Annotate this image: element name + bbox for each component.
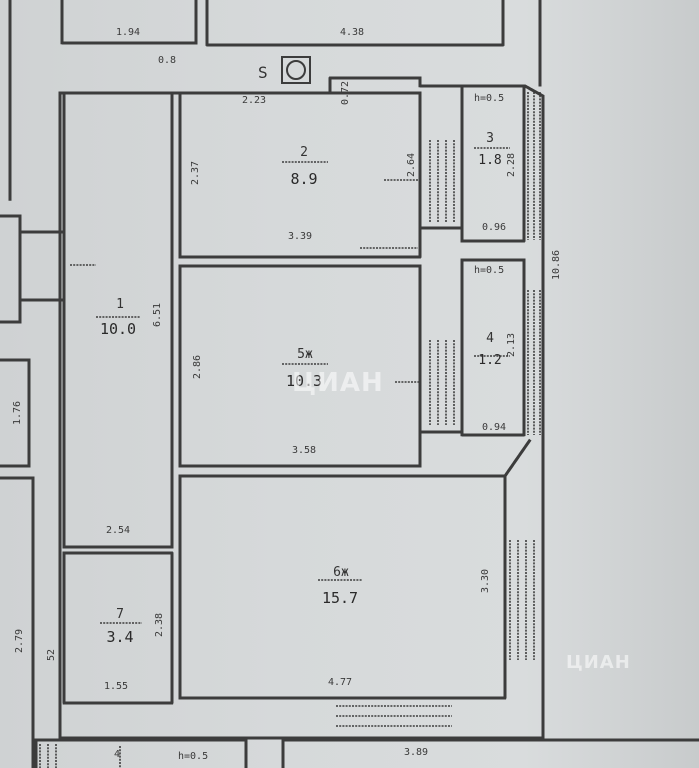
room-3-side: 2.28 [506,152,518,178]
room-2-area: 8.9 [290,170,318,188]
room-3-number: 3 [486,131,494,146]
left-dim-3: 52 [46,648,58,662]
room-2-bottom: 3.39 [288,231,313,242]
room-6-walls [178,474,507,700]
left-dim-2: 2.79 [14,628,26,654]
room-2-walls [178,91,422,259]
room-4-bottom: 0.94 [482,422,507,433]
room-5-bottom: 3.58 [292,445,317,456]
room-7-area: 3.4 [106,628,134,646]
room-6-number: 6ж [333,565,349,580]
top-right-dim: 4.38 [340,27,365,38]
room-2-left: 2.37 [190,160,202,186]
right-wall-dim: 10.86 [551,249,563,281]
room-3-area: 1.8 [478,153,502,168]
top-left-dim: 1.94 [116,27,141,38]
room-3-h: h=0.5 [474,93,505,104]
left-dim-1: 1.76 [12,400,24,426]
bottom-left-h: h=0.5 [178,751,209,762]
door-dim: 0.72 [340,80,352,106]
room-5-left: 2.86 [192,354,204,380]
room-4-side: 2.13 [506,332,518,358]
room-6-bottom: 4.77 [328,677,353,688]
room-7-walls [62,551,174,705]
corridor-dim: 0.8 [158,55,177,66]
room-1-number: 1 [116,297,124,312]
bottom-left-number: 4 [114,749,121,760]
room-2-top: 2.23 [242,95,267,106]
room-2-right: 2.64 [406,152,418,178]
wall-top-left-room [60,0,198,45]
room-2-number: 2 [300,145,308,160]
room-7-number: 7 [116,607,124,622]
room-6-area: 15.7 [321,589,359,607]
room-4-walls [460,258,526,437]
watermark-corner: ЦИАН [566,652,631,673]
room-4-h: h=0.5 [474,265,505,276]
room-1-area: 10.0 [99,320,137,338]
room-7-right: 2.38 [154,612,166,638]
bottom-right-dim: 3.89 [404,747,429,758]
room-1-height: 6.51 [152,302,164,328]
svg-text:S: S [258,63,268,82]
watermark-center: ЦИАН [292,368,384,398]
room-3-walls [460,84,526,243]
room-4-area: 1.2 [478,353,502,368]
room-1-walls [62,91,174,549]
room-7-bottom: 1.55 [104,681,129,692]
room-1-width: 2.54 [106,525,131,536]
room-5-walls [178,264,422,468]
room-4-number: 4 [486,331,494,346]
room-3-bottom: 0.96 [482,222,507,233]
room-5-number: 5ж [297,347,313,362]
room-5-area: 10.3 [285,372,323,390]
wall-top-right-room [205,0,505,47]
room-6-right: 3.30 [480,568,492,594]
